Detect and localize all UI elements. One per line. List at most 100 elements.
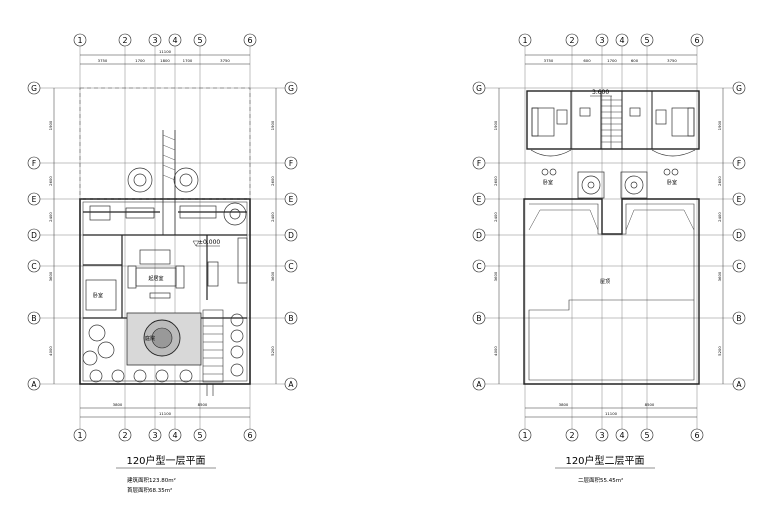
dimension-value: 2600 xyxy=(717,176,722,186)
grid-column-label: 5 xyxy=(197,431,202,440)
garden-trees xyxy=(127,167,247,226)
grid-bubble xyxy=(243,33,257,47)
level-marker: ±0.000 xyxy=(198,239,220,246)
room-label-bedroom-left: 卧室 xyxy=(543,179,553,186)
grid-bubble xyxy=(73,428,87,442)
grid-bubble xyxy=(27,377,41,391)
dimension-value: 1700 xyxy=(135,58,145,63)
dimension-value: 1700 xyxy=(183,58,193,63)
room-label-courtyard: 庭院 xyxy=(145,335,155,342)
grid-bubble xyxy=(640,428,654,442)
dimension-value: 2400 xyxy=(717,212,722,222)
grid-bubble xyxy=(27,81,41,95)
grid-row-label: F xyxy=(32,159,36,168)
courtyard-fountain-inner xyxy=(151,327,173,349)
grid-column-label: 2 xyxy=(122,36,127,45)
grid-column-label: 5 xyxy=(197,36,202,45)
grid-bubble xyxy=(472,259,486,273)
grid-row-label: C xyxy=(31,262,36,271)
grid-bubble xyxy=(27,228,41,242)
dimension-value: 1900 xyxy=(270,120,275,130)
grid-row-label: G xyxy=(476,84,482,93)
dimension-value: 4000 xyxy=(493,346,498,356)
grid-bubble xyxy=(732,156,746,170)
balconies xyxy=(530,149,696,199)
grid-column-label: 1 xyxy=(77,36,82,45)
dimension-value: 1900 xyxy=(717,120,722,130)
grid-bubble xyxy=(284,81,298,95)
grid-bubble xyxy=(472,311,486,325)
grid-row-label: F xyxy=(289,159,293,168)
grid-bubble xyxy=(732,81,746,95)
grid-column-label: 3 xyxy=(599,431,604,440)
garden-path-hatch xyxy=(162,134,176,181)
grid-column-label: 6 xyxy=(247,431,252,440)
grid-bubble xyxy=(284,311,298,325)
grid-bubble xyxy=(27,311,41,325)
grid-row-label: A xyxy=(31,380,37,389)
grid-column-label: 2 xyxy=(569,431,574,440)
roof-outline xyxy=(523,198,700,385)
room-label-roof: 屋顶 xyxy=(600,279,610,285)
grid-bubble xyxy=(168,428,182,442)
room-label-bedroom-right: 卧室 xyxy=(667,179,677,186)
grid-row-label: C xyxy=(476,262,481,271)
grid-column-label: 5 xyxy=(644,36,649,45)
grid-row-label: E xyxy=(477,195,482,204)
grid-bubble xyxy=(595,33,609,47)
roof-inner-outline xyxy=(528,203,695,381)
dimension-value: 4000 xyxy=(48,346,53,356)
dimension-value: 600 xyxy=(631,58,639,63)
grid-bubble xyxy=(284,259,298,273)
dimension-value: 5200 xyxy=(717,346,722,356)
grid-column-label: 3 xyxy=(599,36,604,45)
area-line-total: 建筑面积123.80m² xyxy=(127,476,176,484)
area-line-floor2: 二层面积55.45m² xyxy=(578,477,623,484)
bed-furniture xyxy=(531,107,695,137)
grid-column-label: 1 xyxy=(77,431,82,440)
grid-column-label: 4 xyxy=(172,431,177,440)
dimension-total: 11100 xyxy=(159,49,172,54)
grid-column-label: 6 xyxy=(694,431,699,440)
grid-bubble xyxy=(690,33,704,47)
grid-row-label: B xyxy=(736,314,741,323)
grid-bubble xyxy=(284,377,298,391)
area-line-floor1: 首层面积68.35m² xyxy=(127,486,172,494)
grid-row-label: G xyxy=(31,84,37,93)
grid-bubble xyxy=(565,428,579,442)
grid-row-label: A xyxy=(736,380,742,389)
plan-title-floor1: 120户型一层平面 xyxy=(126,454,205,467)
grid-bubble xyxy=(732,192,746,206)
grid-bubble xyxy=(732,259,746,273)
dimension-value: 2400 xyxy=(48,212,53,222)
grid-bubble xyxy=(615,33,629,47)
dimension-value: 8500 xyxy=(198,402,208,407)
grid-column-label: 2 xyxy=(122,431,127,440)
grid-column-label: 1 xyxy=(522,36,527,45)
grid-row-label: D xyxy=(31,231,37,240)
dimension-value: 3800 xyxy=(113,402,123,407)
grid-bubble xyxy=(148,33,162,47)
grid-bubble xyxy=(27,259,41,273)
dimension-value: 1900 xyxy=(48,120,53,130)
room-label-bedroom: 卧室 xyxy=(93,292,103,299)
grid-bubble xyxy=(472,192,486,206)
grid-row-label: F xyxy=(737,159,741,168)
courtyard-steps xyxy=(202,309,224,383)
level-marker-triangle xyxy=(192,240,200,247)
roof-ridge-lines xyxy=(528,209,695,231)
living-furniture xyxy=(85,205,248,311)
grid-bubble xyxy=(472,228,486,242)
grid-bubble xyxy=(193,33,207,47)
dimension-value: 1800 xyxy=(160,58,170,63)
grid-bubble xyxy=(472,377,486,391)
entrance-door xyxy=(206,384,214,396)
grid-row-label: B xyxy=(288,314,293,323)
dimension-value: 8500 xyxy=(645,402,655,407)
dimension-total: 11100 xyxy=(159,411,172,416)
grid-bubble xyxy=(73,33,87,47)
